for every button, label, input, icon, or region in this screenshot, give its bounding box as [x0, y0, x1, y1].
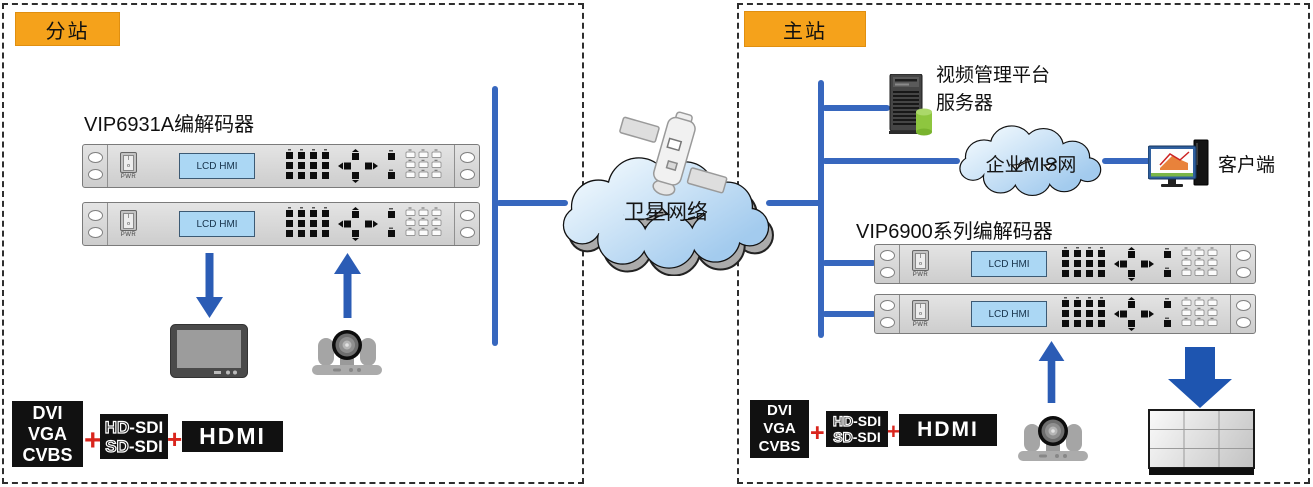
hdmi-badge: HDMI — [182, 421, 283, 452]
bus-to-codec4-link — [822, 311, 876, 317]
branch-station-label: 分站 — [45, 20, 90, 43]
server-icon — [889, 74, 932, 136]
down-arrow-to-monitor — [196, 253, 223, 318]
main-network-bus — [818, 80, 824, 338]
main-station-tag: 主站 — [744, 11, 866, 47]
cvbs-label: CVBS — [22, 444, 73, 465]
hdmi-badge-right: HDMI — [899, 414, 997, 446]
front-panel-controls — [286, 207, 442, 241]
client-label: 客户端 — [1218, 155, 1276, 176]
hd-sdi-label: HD-SDI — [832, 412, 882, 429]
rack-ear — [83, 203, 108, 245]
vip6931a-group-label: VIP6931A编解码器 — [84, 114, 255, 136]
front-panel-controls — [1062, 247, 1218, 281]
mis-to-client-link — [1102, 158, 1152, 164]
sdi-badge: HD-SDI SD-SDI — [100, 414, 168, 459]
plus-sign: + — [887, 419, 900, 444]
up-arrow-from-camera-right — [1038, 341, 1065, 403]
sdi-badge-right: HD-SDI SD-SDI — [826, 411, 888, 447]
front-panel-controls — [1062, 297, 1218, 331]
bus-to-server-link — [822, 105, 890, 111]
bus-to-codec3-link — [822, 260, 876, 266]
sd-sdi-label: SD-SDI — [105, 436, 163, 456]
mis-cloud-label: 企业MIS网 — [985, 155, 1077, 176]
branch-station-tag: 分站 — [15, 12, 120, 46]
cvbs-label: CVBS — [758, 438, 801, 455]
up-arrow-from-camera — [334, 253, 361, 318]
rack-ear — [875, 245, 900, 283]
lcd-screen: LCD HMI — [179, 153, 255, 179]
plus-sign: + — [810, 419, 825, 447]
hdmi-label: HDMI — [917, 418, 979, 441]
monitor-icon — [170, 324, 248, 378]
input-formats-badge: DVI VGA CVBS — [12, 401, 83, 467]
plus-sign: + — [167, 424, 183, 454]
satellite-cloud-label: 卫星网络 — [624, 201, 708, 224]
power-label: PWR — [912, 272, 929, 278]
vip6900-group-label: VIP6900系列编解码器 — [856, 221, 1053, 243]
plus-sign: + — [84, 424, 102, 457]
input-formats-badge-right: DVI VGA CVBS — [750, 400, 809, 458]
dvi-label: DVI — [766, 402, 792, 419]
lcd-screen: LCD HMI — [971, 251, 1047, 277]
branch-network-bus — [492, 86, 498, 346]
cloud-to-main-link — [766, 200, 822, 206]
ptz-camera-icon — [312, 330, 382, 375]
vga-label: VGA — [27, 423, 67, 444]
rack-ear — [1230, 245, 1255, 283]
satellite-icon — [619, 111, 728, 196]
client-computer-icon — [1148, 139, 1209, 187]
lcd-screen: LCD HMI — [971, 301, 1047, 327]
rack-ear — [83, 145, 108, 187]
main-station-label: 主站 — [783, 20, 827, 43]
hdmi-label: HDMI — [199, 423, 266, 449]
rack-ear — [1230, 295, 1255, 333]
sd-sdi-label: SD-SDI — [833, 428, 881, 445]
video-wall-icon — [1148, 409, 1255, 475]
rack-ear — [875, 295, 900, 333]
server-label-line2: 服务器 — [936, 93, 994, 114]
hd-sdi-label: HD-SDI — [104, 417, 164, 437]
vga-label: VGA — [763, 420, 796, 437]
bus-to-mis-link — [822, 158, 960, 164]
rack-ear — [454, 145, 479, 187]
power-label: PWR — [120, 232, 137, 238]
power-label: PWR — [120, 174, 137, 180]
power-label: PWR — [912, 322, 929, 328]
rack-ear — [454, 203, 479, 245]
down-arrow-to-videowall — [1168, 347, 1232, 408]
dvi-label: DVI — [32, 402, 63, 423]
ptz-camera-icon-right — [1018, 416, 1088, 461]
front-panel-controls — [286, 149, 442, 183]
server-label-line1: 视频管理平台 — [936, 65, 1051, 86]
branch-to-cloud-link — [496, 200, 568, 206]
lcd-screen: LCD HMI — [179, 211, 255, 237]
